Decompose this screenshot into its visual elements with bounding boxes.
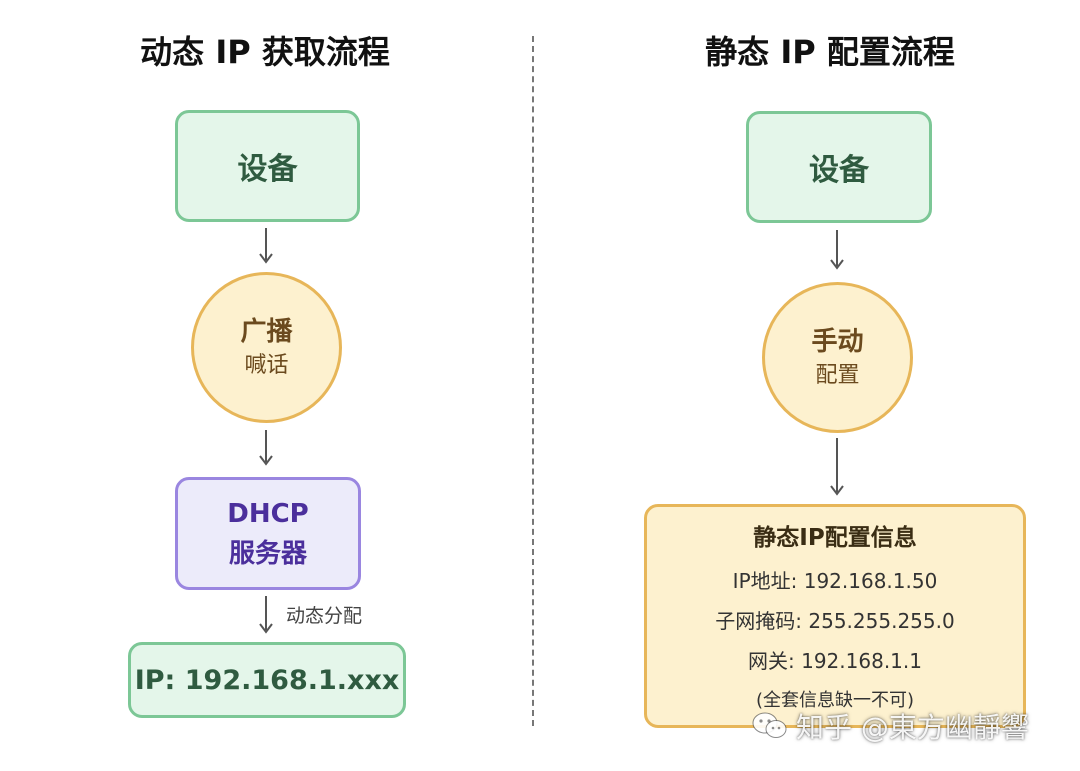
static-ip-title: 静态 IP 配置流程 (705, 33, 955, 71)
dhcp-label: DHCP (227, 498, 309, 529)
static-ip-info-box: 静态IP配置信息 IP地址: 192.168.1.50 子网掩码: 255.25… (644, 504, 1026, 728)
center-divider (532, 36, 534, 726)
watermark: 知乎 @東方幽靜響 (752, 704, 1029, 748)
left-arrow-3 (259, 596, 273, 634)
info-note: (全套信息缺一不可) (755, 690, 915, 711)
shout-label: 喊话 (244, 352, 289, 378)
left-device-label: 设备 (237, 152, 298, 187)
left-device-node: 设备 (175, 110, 360, 222)
left-arrow-2 (259, 430, 273, 466)
config-label: 配置 (815, 362, 860, 388)
info-gateway: 网关: 192.168.1.1 (748, 649, 922, 673)
dhcp-server-node: DHCP 服务器 (175, 477, 361, 590)
right-arrow-2 (830, 438, 844, 496)
wechat-icon (752, 712, 787, 738)
manual-config-node: 手动 配置 (762, 282, 913, 433)
right-arrow-1 (830, 230, 844, 270)
right-device-label: 设备 (809, 153, 869, 188)
info-subnet-mask: 子网掩码: 255.255.255.0 (715, 609, 955, 633)
dynamic-ip-title: 动态 IP 获取流程 (140, 33, 390, 71)
server-label: 服务器 (228, 538, 307, 569)
info-title: 静态IP配置信息 (753, 525, 917, 551)
right-device-node: 设备 (746, 111, 932, 223)
info-ip-address: IP地址: 192.168.1.50 (732, 569, 938, 593)
left-arrow-1 (259, 228, 273, 264)
watermark-text: 知乎 @東方幽靜響 (796, 711, 1029, 744)
left-broadcast-node: 广播 喊话 (191, 272, 342, 423)
manual-label: 手动 (811, 326, 864, 357)
ip-result-label: IP: 192.168.1.xxx (134, 664, 400, 696)
dynamic-assign-label: 动态分配 (286, 605, 363, 627)
broadcast-label: 广播 (240, 316, 293, 347)
ip-result-node: IP: 192.168.1.xxx (128, 642, 406, 718)
